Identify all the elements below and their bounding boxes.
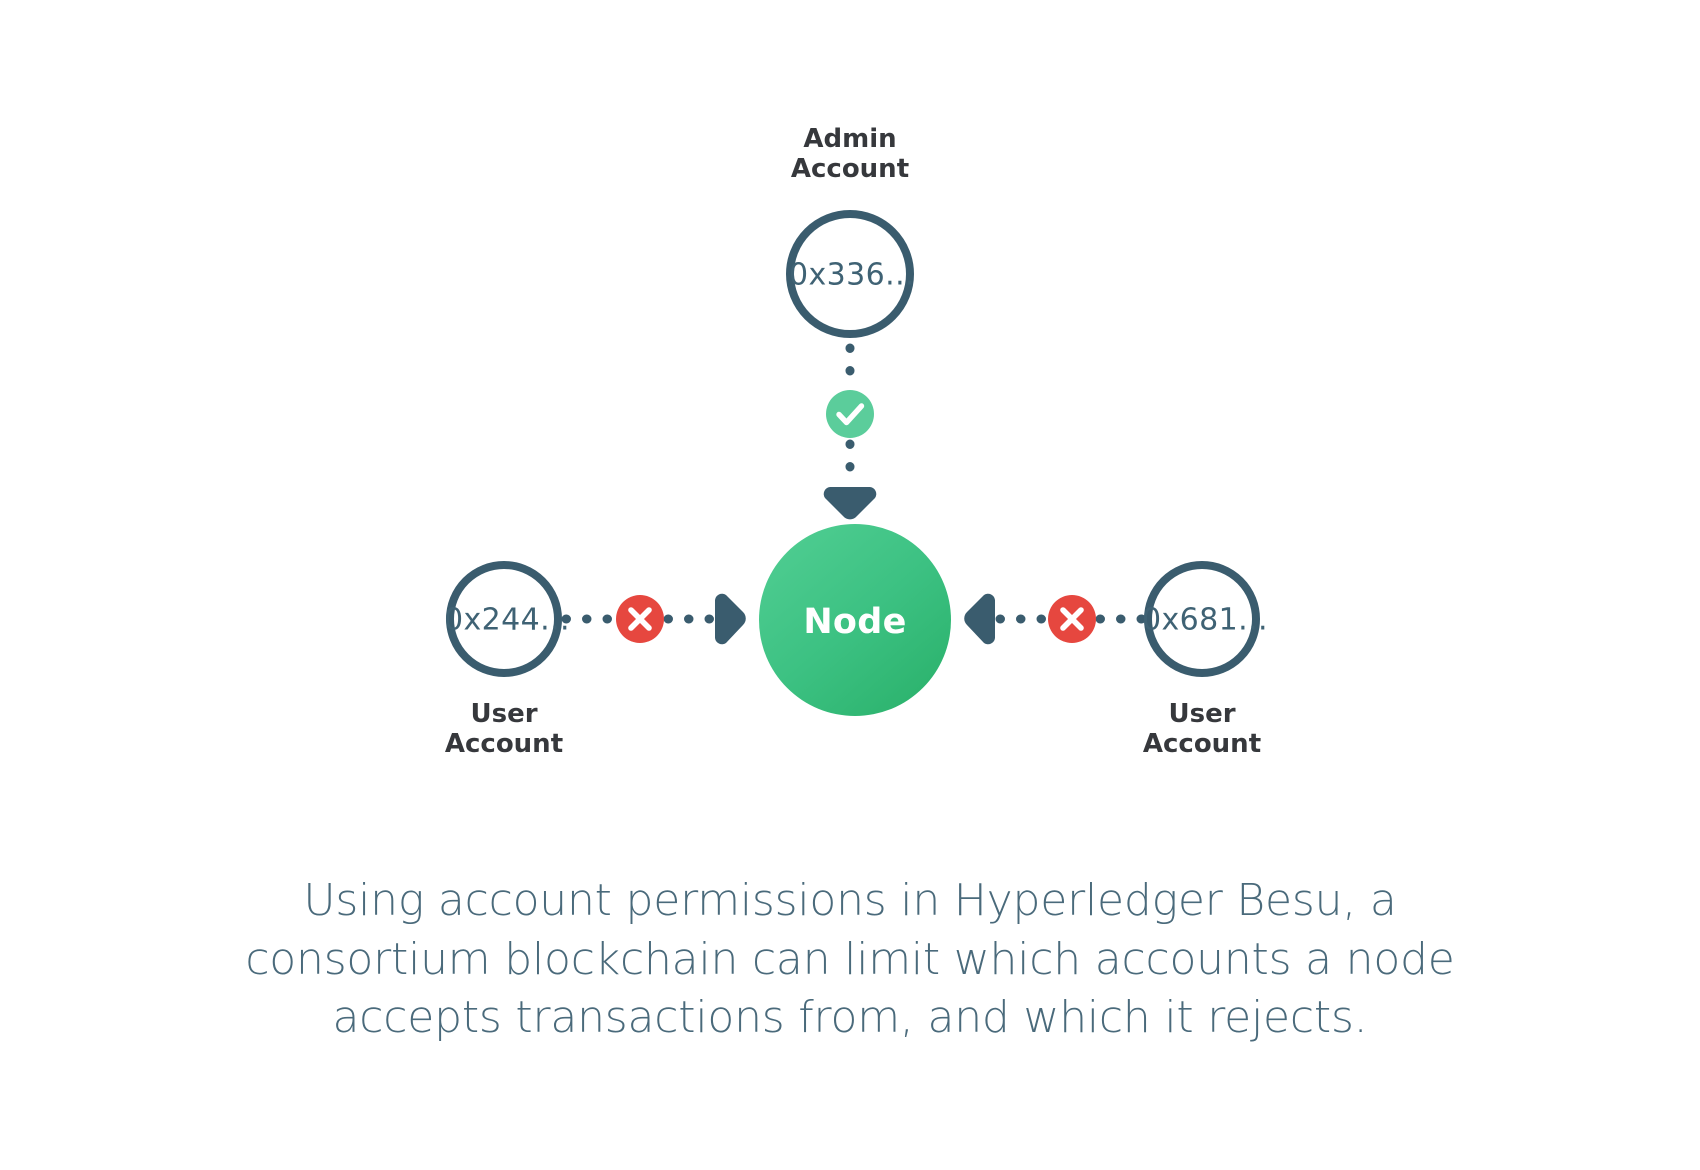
caption-block: Using account permissions in Hyperledger… <box>230 872 1470 1048</box>
check-mark-icon <box>836 403 865 426</box>
arrowhead-left-icon <box>964 593 995 645</box>
check-badge-circle <box>826 390 874 438</box>
connector-left-user-to-node <box>561 593 746 645</box>
caption-line-3: accepts transactions from, and which it … <box>332 992 1368 1044</box>
permission-denied-badge-right <box>1048 595 1096 643</box>
node-circle <box>759 524 951 716</box>
caption-line-1: Using account permissions in Hyperledger… <box>303 875 1397 926</box>
diagram-canvas: Admin Account 0x336... 0x244... User Acc… <box>444 124 1268 758</box>
permission-denied-badge-left <box>616 595 664 643</box>
user-account-right-circle <box>1144 561 1260 677</box>
arrowhead-right-icon <box>715 593 746 645</box>
x-mark-icon-left <box>628 607 652 631</box>
caption-line-2: consortium blockchain can limit which ac… <box>245 933 1455 985</box>
admin-account-circle <box>786 210 914 338</box>
permissions-diagram-graphic <box>446 210 1260 716</box>
connector-admin-to-node <box>823 343 877 520</box>
x-mark-icon-right <box>1060 607 1084 631</box>
permission-allowed-badge <box>826 390 874 438</box>
arrowhead-down-icon <box>823 487 877 520</box>
user-account-left-circle <box>446 561 562 677</box>
connector-right-user-to-node <box>964 593 1149 645</box>
